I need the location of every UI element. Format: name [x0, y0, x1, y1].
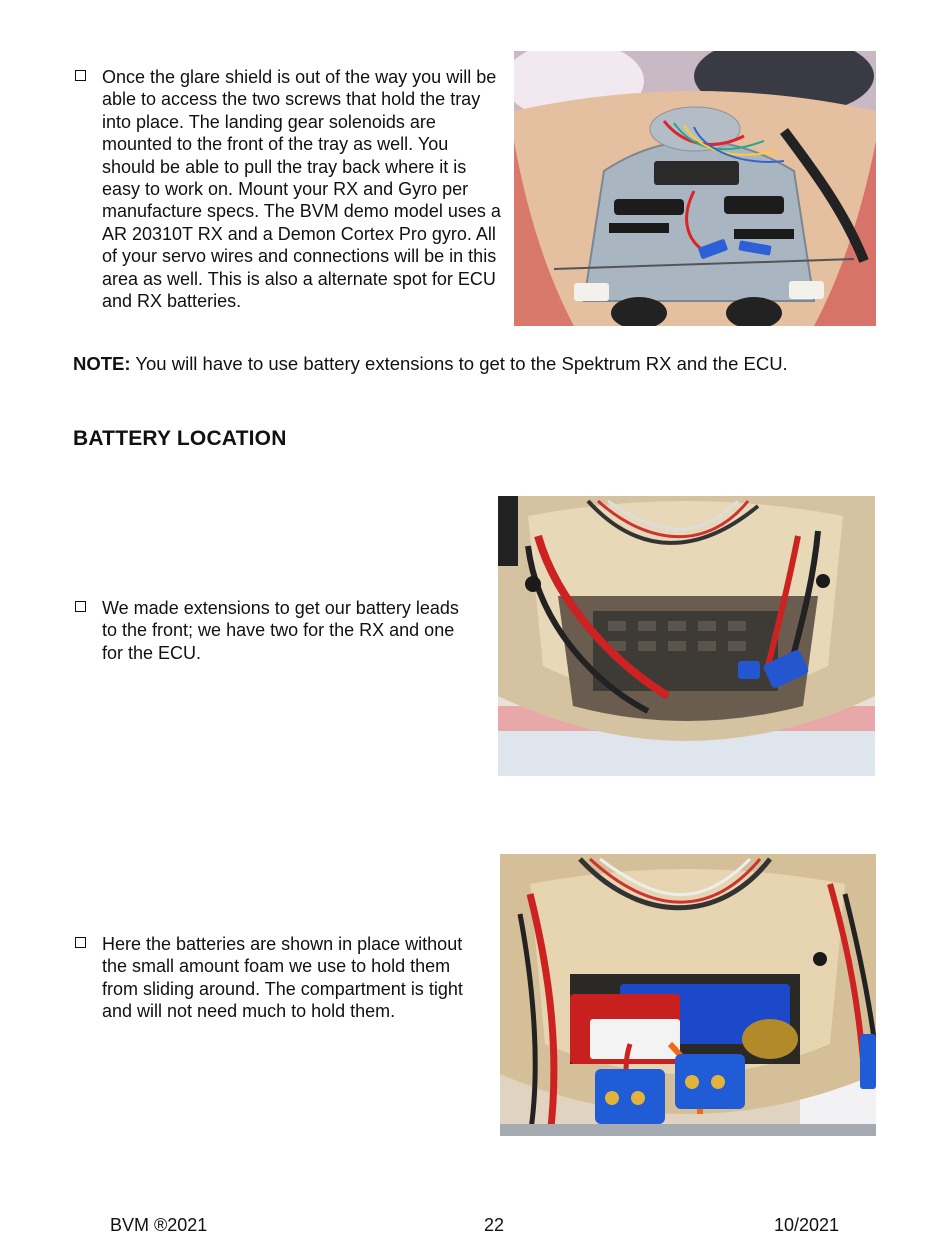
instruction-text-3: Here the batteries are shown in place wi…	[102, 934, 463, 1022]
footer-left: BVM ®2021	[110, 1215, 208, 1235]
note-text: You will have to use battery extensions …	[130, 353, 788, 374]
footer-right: 10/2021	[774, 1215, 840, 1235]
note-label: NOTE:	[73, 353, 131, 374]
footer-page-number: 22	[484, 1215, 505, 1235]
checkbox-item-3[interactable]	[75, 937, 86, 948]
photo-batteries-installed	[500, 854, 876, 1136]
checkbox-item-2[interactable]	[75, 601, 86, 612]
note-line: NOTE: You will have to use battery exten…	[73, 353, 788, 375]
instruction-text-2: We made extensions to get our battery le…	[102, 598, 459, 663]
checkbox-item-1[interactable]	[75, 70, 86, 81]
section-heading: BATTERY LOCATION	[73, 427, 287, 450]
instruction-text-1: Once the glare shield is out of the way …	[102, 67, 501, 312]
photo-radio-tray	[514, 51, 876, 326]
photo-battery-extensions	[498, 496, 875, 776]
